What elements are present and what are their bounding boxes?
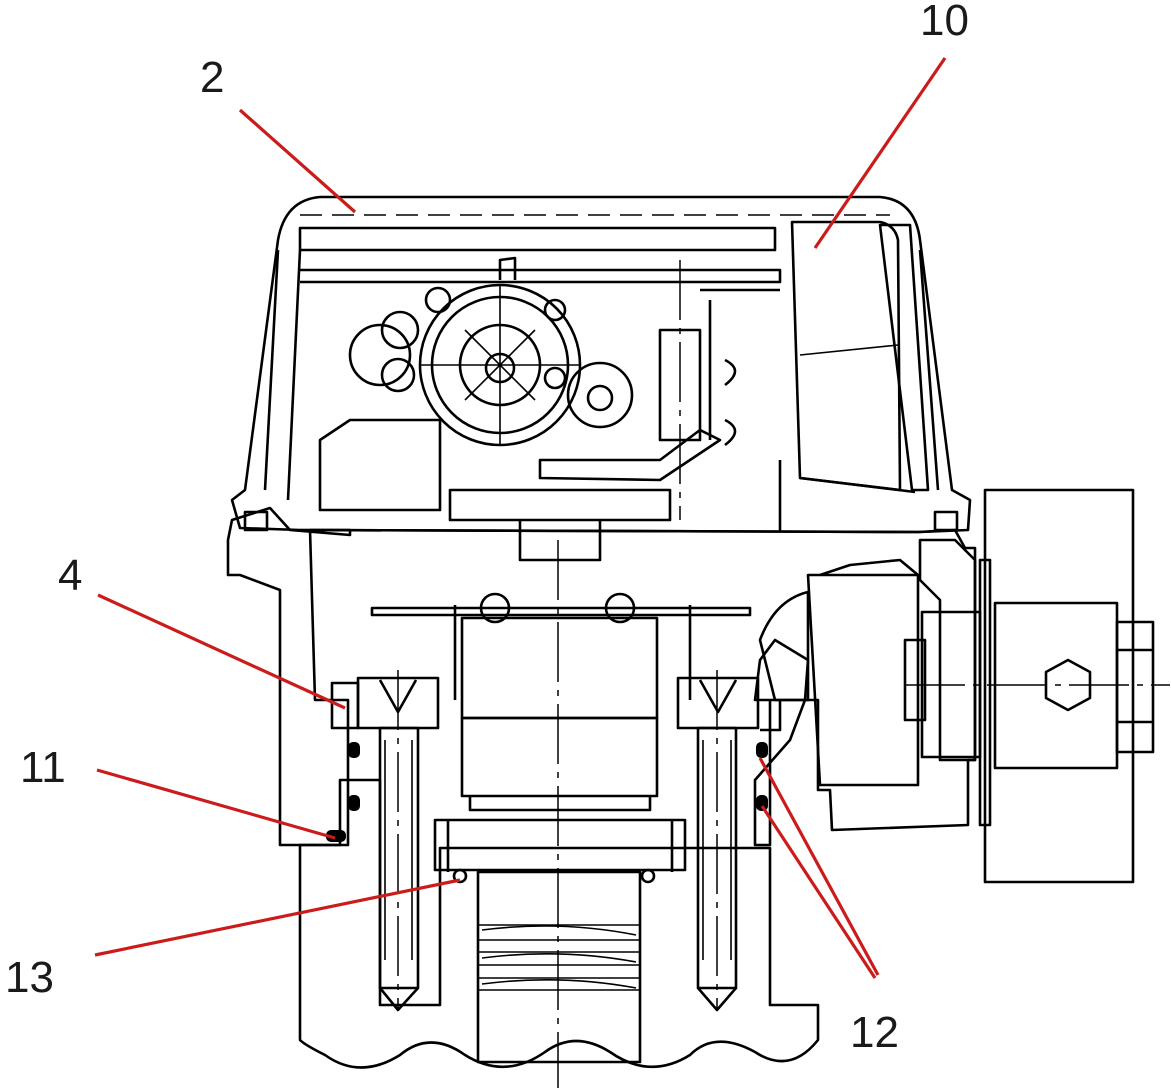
leader-4 [97, 593, 346, 710]
lower-mount-body [298, 778, 820, 1069]
cover [230, 195, 972, 534]
leader-12b [760, 805, 877, 979]
sensor-stack [299, 488, 919, 884]
label-13: 13 [5, 953, 54, 1002]
label-4: 4 [58, 551, 82, 600]
bolt-right [676, 676, 760, 1012]
main-housing [226, 506, 977, 847]
leader-13 [94, 878, 461, 957]
o-rings [326, 742, 768, 842]
label-2: 2 [200, 53, 224, 102]
center-axes [397, 260, 1170, 1088]
side-connector [806, 488, 1155, 884]
gear-mechanism [318, 256, 780, 512]
leader-11 [96, 768, 336, 840]
leader-10 [813, 57, 947, 249]
label-11: 11 [20, 743, 66, 792]
electronic-module [778, 220, 916, 532]
leader-lines [94, 57, 947, 979]
part-labels: 2 10 4 11 13 12 [5, 0, 969, 1057]
leader-2 [238, 108, 357, 214]
leader-12a [758, 757, 880, 976]
label-12: 12 [850, 1008, 899, 1057]
label-10: 10 [920, 0, 969, 45]
